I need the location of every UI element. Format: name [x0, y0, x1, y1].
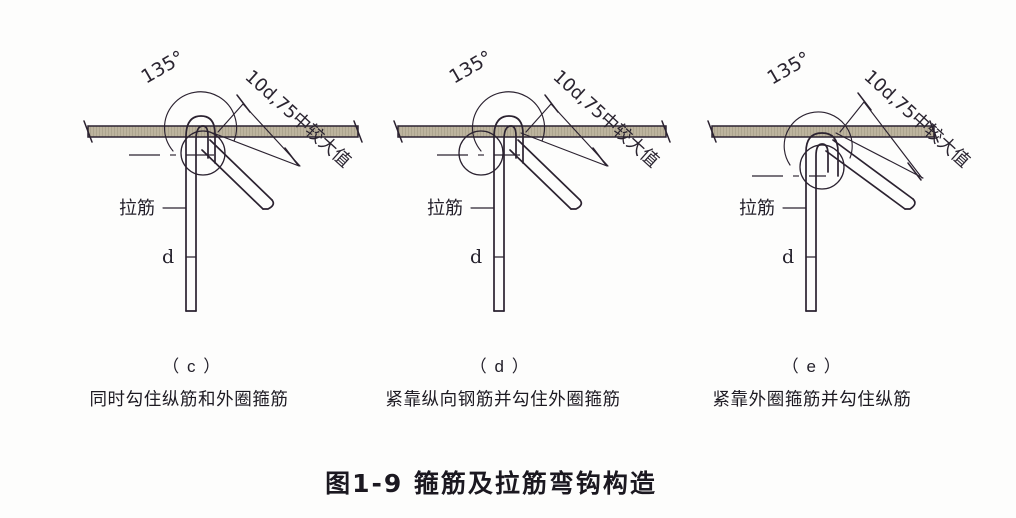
diameter-label-d: d: [470, 246, 482, 268]
stirrup-circle-d: [458, 130, 504, 176]
hook-leg-e: [825, 139, 916, 210]
figure-title: 图1-9 箍筋及拉筋弯钩构造: [325, 469, 657, 498]
tie-bar-c: [185, 115, 216, 312]
dimension-c: [212, 94, 301, 167]
tie-label-e: 拉筋: [739, 198, 775, 219]
panel-caption-c: 同时勾住纵筋和外圈箍筋: [89, 390, 288, 410]
panel-caption-e: 紧靠外圈箍筋并勾住纵筋: [712, 390, 911, 410]
tie-bar-e: [805, 132, 839, 312]
hook-leg-d: [509, 139, 583, 210]
angle-arc-c: [163, 91, 238, 152]
panel-letter-e: （ e ）: [782, 357, 842, 376]
tie-label-c: 拉筋: [119, 198, 155, 219]
diameter-label-e: d: [782, 246, 794, 268]
longitudinal-bar-e: [707, 120, 939, 143]
diameter-label-c: d: [162, 246, 174, 268]
tie-bar-d: [493, 115, 524, 312]
panel-letter-c: （ c ）: [162, 357, 221, 376]
tie-label-d: 拉筋: [427, 198, 463, 219]
stirrup-circle-e: [799, 144, 845, 190]
panel-caption-d: 紧靠纵向钢筋并勾住外圈箍筋: [385, 390, 620, 410]
angle-arc-d: [471, 91, 546, 152]
dimension-d: [520, 94, 609, 167]
panel-letter-d: （ d ）: [470, 357, 530, 376]
angle-arc-e: [783, 111, 853, 166]
dimension-e: [835, 92, 924, 181]
stirrup-circle-c: [180, 130, 226, 176]
hook-leg-c: [201, 139, 275, 210]
